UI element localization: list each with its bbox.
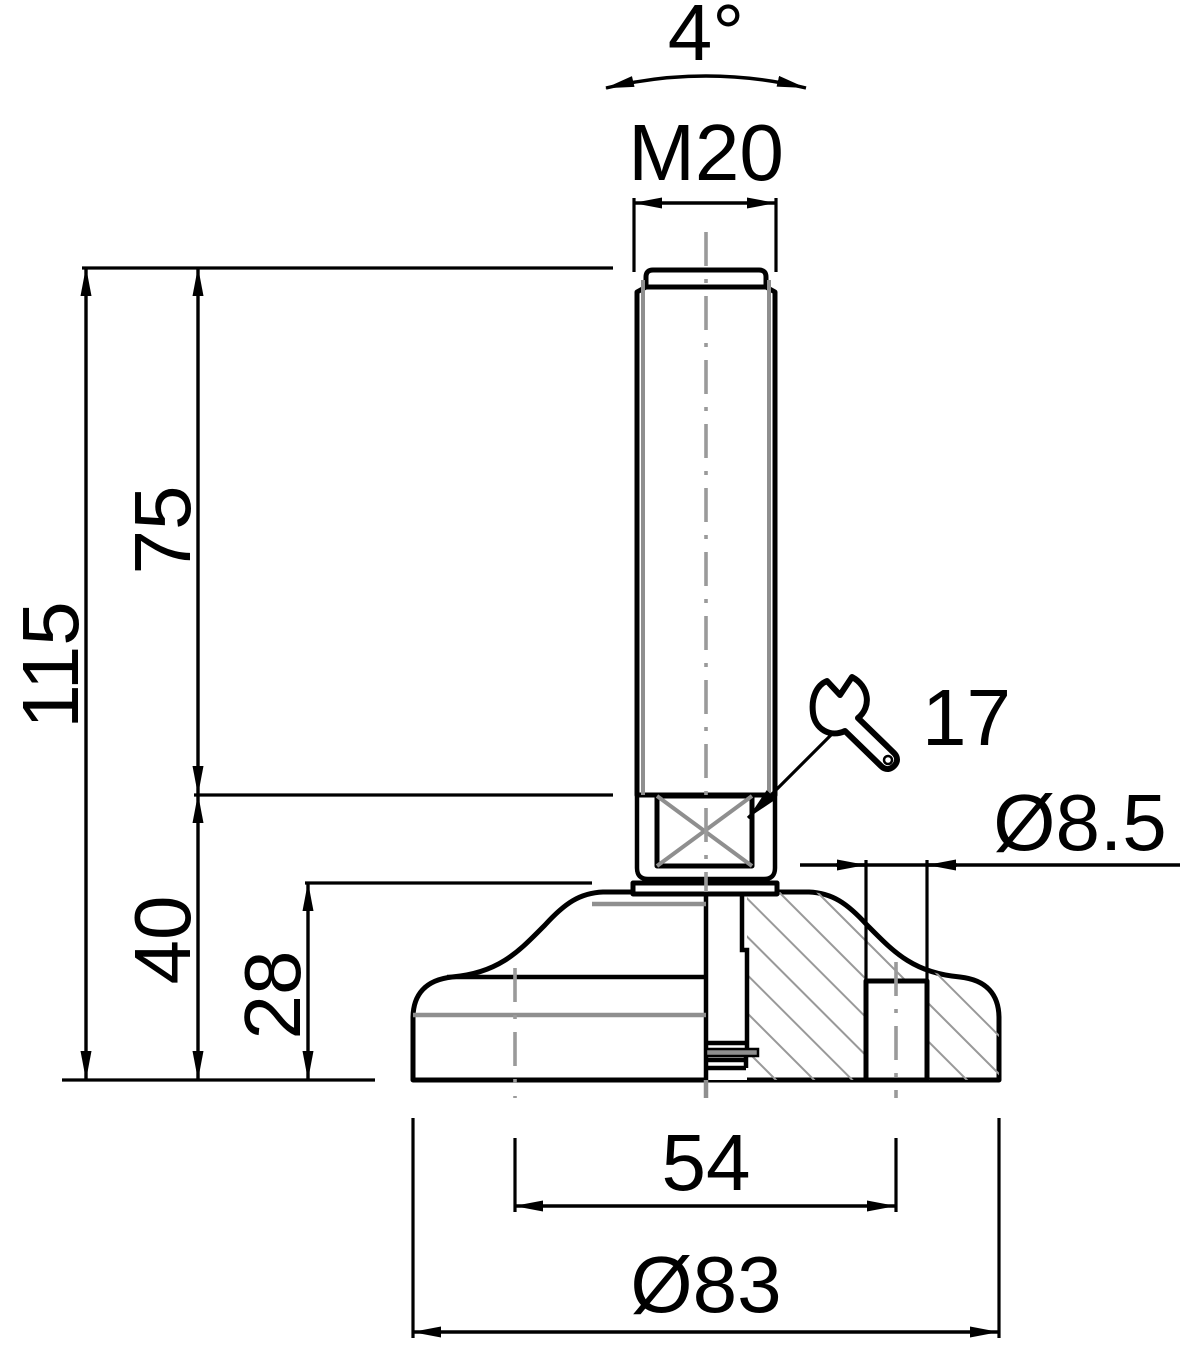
wrench-icon [809,674,900,772]
thread-label: M20 [628,108,784,197]
angle-arc-arrow [605,74,807,90]
wrench-handle-hole [882,754,894,766]
hole-dimension: Ø8.5 [800,778,1180,985]
threaded-stud [630,232,780,897]
stud-shank-edges [703,892,760,1080]
wrench-size-label: 17 [922,673,1011,762]
thread-dimension: M20 [628,108,784,272]
tilt-angle-annotation: 4° [605,0,807,90]
base-height-label: 40 [118,896,207,985]
stud-length-label: 75 [118,486,207,575]
bolt-circle-label: 54 [662,1118,751,1207]
base-diameter-label: Ø83 [630,1240,781,1329]
dome-height-label: 28 [228,951,317,1040]
hole-diameter-label: Ø8.5 [993,778,1166,867]
wrench-callout: 17 [746,673,1011,820]
tilt-angle-label: 4° [668,0,744,77]
horizontal-dimensions: 54 Ø83 [411,1118,1001,1338]
vertical-dimensions: 115 75 40 28 [6,266,613,1082]
total-height-label: 115 [6,601,95,729]
